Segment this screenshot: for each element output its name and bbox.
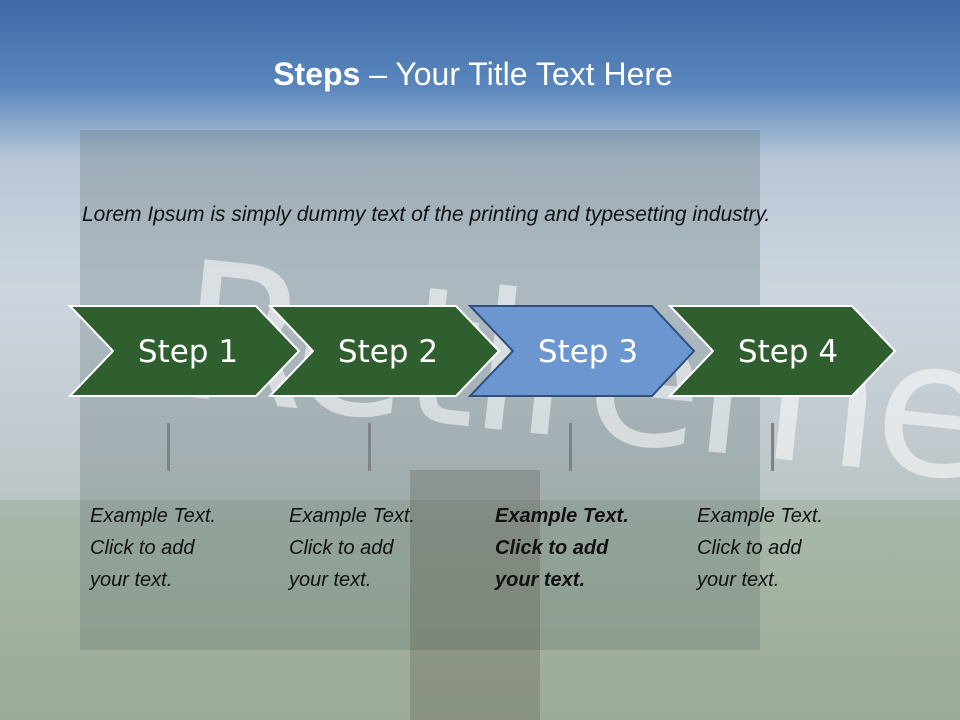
step-4-arrow[interactable]: Step 4 <box>667 305 897 397</box>
step-3-note-line-1: Example Text. <box>495 505 629 527</box>
step-1-arrow[interactable]: Step 1 <box>67 305 301 397</box>
step-3-note[interactable]: Example Text. Click to add your text. <box>495 500 675 596</box>
step-3-shape <box>467 305 696 397</box>
step-1-note-line-2: Click to add <box>90 537 195 559</box>
step-3-note-line-3: your text. <box>495 569 586 591</box>
step-1-label: Step 1 <box>138 334 238 370</box>
step-2-shape <box>267 305 501 397</box>
step-2-note-line-3: your text. <box>289 569 372 591</box>
title-rest: – Your Title Text Here <box>360 56 673 92</box>
step-1-connector <box>167 423 170 471</box>
step-2-note-line-1: Example Text. <box>289 505 415 527</box>
title-bold: Steps <box>273 56 361 92</box>
background-grass <box>0 500 960 720</box>
step-3-note-line-2: Click to add <box>495 537 609 559</box>
slide-title[interactable]: Steps – Your Title Text Here <box>0 56 946 93</box>
background-sign-post <box>410 470 540 720</box>
step-3-arrow[interactable]: Step 3 <box>467 305 696 397</box>
step-1-note-line-3: your text. <box>90 569 173 591</box>
step-4-note[interactable]: Example Text. Click to add your text. <box>697 500 877 596</box>
step-4-note-line-2: Click to add <box>697 537 802 559</box>
step-4-connector <box>771 423 774 471</box>
step-2-note-line-2: Click to add <box>289 537 394 559</box>
step-3-label: Step 3 <box>538 334 638 370</box>
step-4-label: Step 4 <box>738 334 838 370</box>
intro-text[interactable]: Lorem Ipsum is simply dummy text of the … <box>82 203 771 226</box>
step-1-note-line-1: Example Text. <box>90 505 216 527</box>
step-3-connector <box>569 423 572 471</box>
step-1-note[interactable]: Example Text. Click to add your text. <box>90 500 270 596</box>
step-2-label: Step 2 <box>338 334 438 370</box>
step-1-shape <box>67 305 301 397</box>
step-4-note-line-1: Example Text. <box>697 505 823 527</box>
step-4-shape <box>667 305 897 397</box>
step-4-note-line-3: your text. <box>697 569 780 591</box>
step-2-arrow[interactable]: Step 2 <box>267 305 501 397</box>
step-2-connector <box>368 423 371 471</box>
step-2-note[interactable]: Example Text. Click to add your text. <box>289 500 469 596</box>
